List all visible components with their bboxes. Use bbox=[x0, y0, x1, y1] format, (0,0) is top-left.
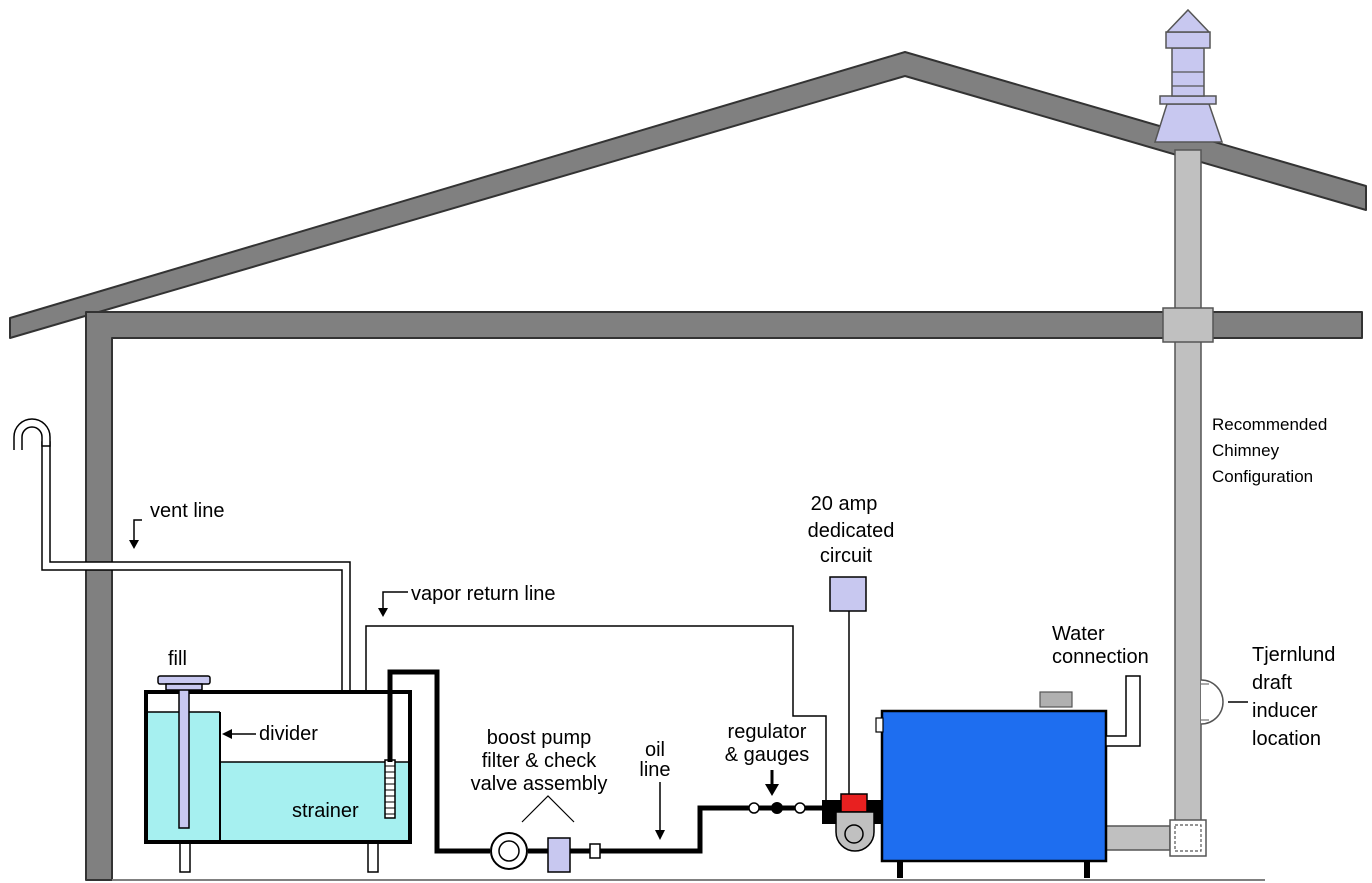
heater-top-panel bbox=[1039, 691, 1073, 708]
chimney-cap-top bbox=[1165, 8, 1211, 33]
label-circuit-3: circuit bbox=[820, 545, 873, 567]
flue-connector bbox=[1105, 825, 1171, 851]
check-valve-icon bbox=[589, 843, 601, 859]
label-chimney-1: Recommended bbox=[1212, 415, 1327, 434]
label-chimney-3: Configuration bbox=[1212, 467, 1313, 486]
label-regulator-2: & gauges bbox=[725, 744, 810, 766]
chimney bbox=[1105, 8, 1224, 857]
label-vent-line: vent line bbox=[150, 500, 225, 522]
chimney-cap-band bbox=[1165, 31, 1211, 49]
label-strainer: strainer bbox=[292, 800, 359, 822]
draft-inducer-icon bbox=[1200, 679, 1224, 725]
label-water-connection-1: Water bbox=[1052, 623, 1105, 645]
label-chimney-2: Chimney bbox=[1212, 441, 1280, 460]
label-draft-inducer-2: draft bbox=[1252, 672, 1292, 694]
heater-leg bbox=[1084, 860, 1090, 878]
filter-icon bbox=[547, 837, 571, 873]
label-boost-pump-2: filter & check bbox=[482, 750, 597, 772]
oil-supply-line bbox=[387, 669, 822, 854]
gauge-icon bbox=[794, 802, 806, 814]
burner-pump-red bbox=[840, 793, 868, 813]
label-circuit-2: dedicated bbox=[808, 520, 895, 542]
gauge-icon bbox=[748, 802, 760, 814]
tank-oil-right bbox=[220, 762, 408, 840]
heater-leg bbox=[897, 860, 903, 878]
chimney-cap-cone bbox=[1153, 103, 1224, 143]
label-draft-inducer-4: location bbox=[1252, 728, 1321, 750]
tank-leg-left bbox=[179, 841, 191, 873]
vapor-return-line bbox=[365, 591, 827, 808]
chimney-ceiling-collar bbox=[1162, 307, 1214, 343]
chimney-cap-ring bbox=[1159, 95, 1217, 105]
label-draft-inducer-3: inducer bbox=[1252, 700, 1318, 722]
label-oil-line-2: line bbox=[639, 759, 670, 781]
label-oil-line-1: oil bbox=[645, 739, 665, 761]
circuit-box bbox=[829, 576, 867, 612]
regulator-icon bbox=[771, 802, 783, 814]
oil-heater bbox=[822, 675, 1141, 878]
tank-leg-right bbox=[367, 841, 379, 873]
heater-body bbox=[880, 709, 1108, 863]
roof bbox=[9, 51, 1367, 339]
label-vapor-return-line: vapor return line bbox=[411, 583, 556, 605]
label-circuit-1: 20 amp bbox=[811, 493, 878, 515]
electrical-circuit bbox=[829, 576, 867, 794]
water-connection-pipe bbox=[1105, 675, 1141, 747]
boost-pump-assembly bbox=[490, 795, 601, 873]
label-boost-pump-1: boost pump bbox=[487, 727, 592, 749]
heater-side-tab bbox=[875, 717, 884, 733]
label-water-connection-2: connection bbox=[1052, 646, 1149, 668]
fill-pipe bbox=[178, 685, 190, 829]
label-regulator-1: regulator bbox=[728, 721, 807, 743]
fill-cap bbox=[157, 675, 211, 685]
label-fill: fill bbox=[168, 648, 187, 670]
label-boost-pump-3: valve assembly bbox=[471, 773, 608, 795]
regulator-gauges bbox=[748, 770, 806, 814]
oil-tank bbox=[144, 675, 412, 873]
label-draft-inducer-1: Tjernlund bbox=[1252, 644, 1335, 666]
chimney-tee-box bbox=[1169, 819, 1207, 857]
vent-cap-icon bbox=[13, 418, 51, 450]
label-divider: divider bbox=[259, 723, 318, 745]
chimney-pipe bbox=[1174, 149, 1202, 831]
strainer-icon bbox=[384, 759, 396, 819]
